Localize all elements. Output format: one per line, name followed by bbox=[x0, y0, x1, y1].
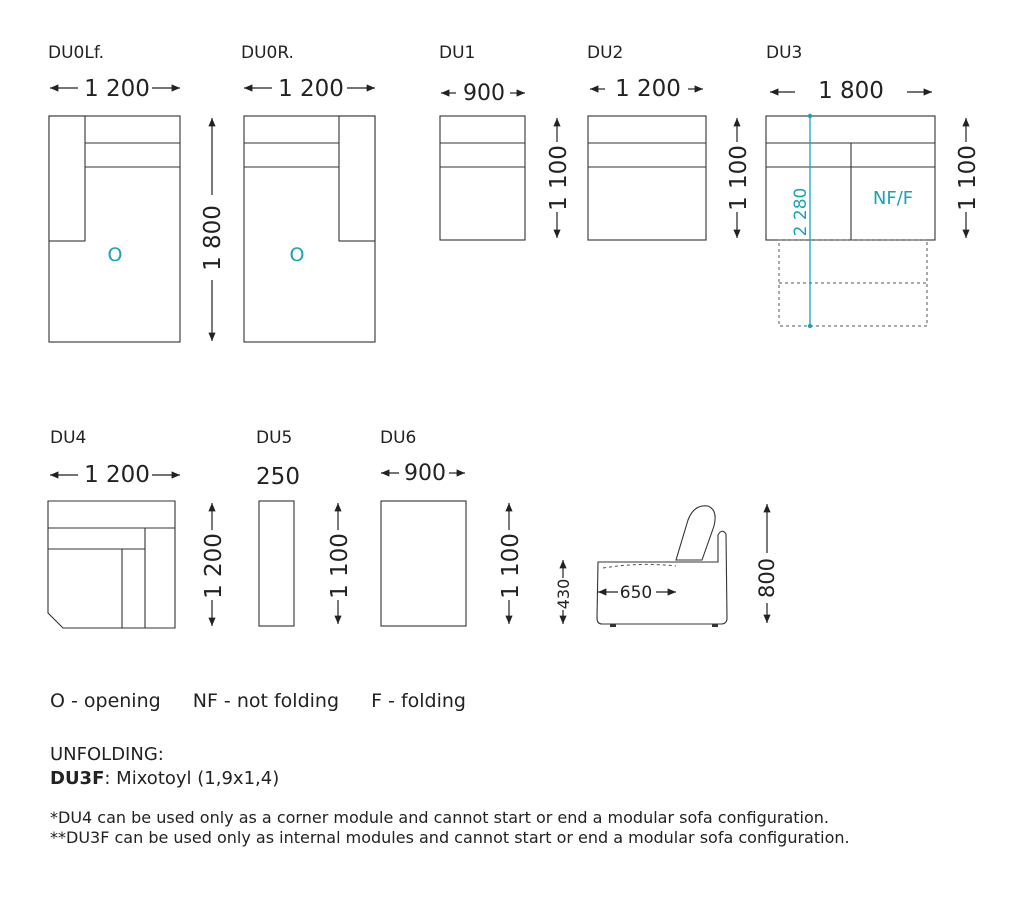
width-label-du0lf: 1 200 bbox=[84, 76, 150, 102]
module-du1: DU1 900 1 100 bbox=[439, 43, 572, 241]
seat-height-label: 430 bbox=[554, 579, 573, 610]
footnotes: *DU4 can be used only as a corner module… bbox=[50, 808, 930, 848]
fold-label-du3: NF/F bbox=[873, 188, 913, 209]
legend-folding: F - folding bbox=[371, 690, 466, 712]
module-outline-du1 bbox=[439, 115, 526, 241]
module-name-du1: DU1 bbox=[439, 43, 475, 63]
width-label-du4: 1 200 bbox=[84, 462, 150, 488]
module-outline-du4 bbox=[47, 500, 176, 629]
legend: O - opening NF - not folding F - folding bbox=[50, 690, 492, 712]
legend-not-folding: NF - not folding bbox=[192, 690, 340, 712]
module-outline-du6 bbox=[380, 500, 467, 627]
unfolding-title: UNFOLDING: bbox=[50, 744, 164, 765]
width-label-du5: 250 bbox=[256, 464, 300, 490]
module-du5: DU5 250 1 100 bbox=[256, 428, 353, 627]
depth-label-du5: 1 100 bbox=[327, 533, 353, 599]
total-height-label: 800 bbox=[755, 558, 779, 598]
width-label-du0r: 1 200 bbox=[278, 76, 344, 102]
module-name-du4: DU4 bbox=[50, 428, 86, 448]
width-label-du1: 900 bbox=[463, 81, 505, 106]
armrest-du0r bbox=[338, 115, 376, 242]
unfolded-bed-outline bbox=[778, 239, 928, 327]
sofa-side-body bbox=[596, 530, 728, 625]
module-du2: DU2 1 200 1 100 bbox=[587, 43, 752, 241]
module-du0lf: DU0Lf. 1 200 O 1 800 bbox=[48, 43, 226, 343]
sofa-side-backrest bbox=[675, 505, 716, 561]
module-name-du2: DU2 bbox=[587, 43, 623, 63]
module-name-du0r: DU0R. bbox=[241, 43, 294, 63]
module-name-du6: DU6 bbox=[380, 428, 416, 448]
depth-label-du4: 1 200 bbox=[201, 533, 227, 599]
module-du3: DU3 1 800 2 280 NF/F 1 100 bbox=[765, 43, 981, 329]
footnote-du4: *DU4 can be used only as a corner module… bbox=[50, 808, 829, 827]
module-name-du5: DU5 bbox=[256, 428, 292, 448]
width-label-du6: 900 bbox=[404, 461, 446, 486]
depth-label-du1: 1 100 bbox=[546, 145, 572, 211]
module-diagram: DU0Lf. 1 200 O 1 800 DU0R. 1 200 O DU1 9… bbox=[47, 43, 981, 629]
depth-label-du6: 1 100 bbox=[498, 533, 524, 599]
legend-opening: O - opening bbox=[50, 690, 161, 712]
module-name-du0lf: DU0Lf. bbox=[48, 43, 104, 63]
module-du0r: DU0R. 1 200 O bbox=[241, 43, 376, 343]
module-name-du3: DU3 bbox=[766, 43, 802, 63]
width-label-du2: 1 200 bbox=[615, 76, 681, 102]
unfolding-info: UNFOLDING: DU3F: Mixotoyl (1,9x1,4) bbox=[50, 743, 279, 791]
footnote-du3f: **DU3F can be used only as internal modu… bbox=[50, 828, 850, 847]
unfolding-model: DU3F bbox=[50, 768, 105, 789]
module-du4: DU4 1 200 1 200 bbox=[47, 428, 227, 629]
armrest-du0lf bbox=[48, 115, 86, 242]
width-label-du3: 1 800 bbox=[818, 78, 884, 104]
depth-label-du2: 1 100 bbox=[726, 145, 752, 211]
opening-symbol-du0lf: O bbox=[108, 244, 123, 266]
unfolding-mechanism: : Mixotoyl (1,9x1,4) bbox=[104, 768, 280, 789]
seat-depth-label: 650 bbox=[620, 583, 652, 603]
opening-symbol-du0r: O bbox=[290, 244, 305, 266]
module-outline-du5 bbox=[258, 500, 295, 627]
module-du6: DU6 900 1 100 bbox=[380, 428, 524, 627]
extended-length-du3: 2 280 bbox=[791, 188, 811, 237]
depth-label-du0lf: 1 800 bbox=[200, 205, 226, 271]
side-view: 430 650 800 bbox=[554, 504, 779, 627]
depth-label-du3: 1 100 bbox=[955, 145, 981, 211]
module-outline-du2 bbox=[587, 115, 707, 241]
